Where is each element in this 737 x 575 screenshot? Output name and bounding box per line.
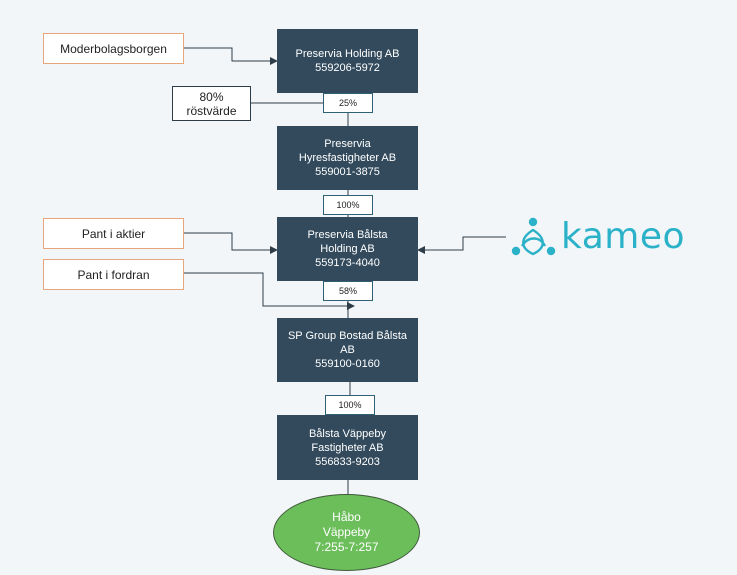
property-line: Håbo: [332, 510, 361, 524]
node-name: Preservia Holding AB: [295, 48, 400, 60]
node-name: Holding AB: [320, 243, 375, 255]
kameo-logo-icon: [511, 217, 556, 256]
node-preservia-holding: Preservia Holding AB 559206-5972: [277, 29, 418, 93]
property-designation: 7:255-7:257: [314, 540, 379, 554]
label-pant-i-fordran: Pant i fordran: [43, 259, 184, 290]
node-name: AB: [340, 344, 355, 356]
label-pant-i-aktier: Pant i aktier: [43, 218, 184, 249]
node-name: Preservia: [324, 138, 371, 150]
property-habo-vappeby: Håbo Väppeby 7:255-7:257: [273, 494, 420, 571]
node-org-number: 559206-5972: [315, 62, 380, 74]
ownership-25-percent: 25%: [323, 93, 373, 113]
node-balsta-vappeby-fastigheter: Bålsta Väppeby Fastigheter AB 556833-920…: [277, 415, 418, 480]
node-name: Bålsta Väppeby: [308, 427, 387, 440]
label-moderbolagsborgen: Moderbolagsborgen: [43, 33, 184, 64]
node-org-number: 559001-3875: [315, 166, 380, 178]
property-line: Väppeby: [322, 525, 371, 539]
label-voting-power: 80% röstvärde: [172, 86, 251, 121]
node-name: SP Group Bostad Bålsta: [287, 330, 408, 342]
node-name: Fastigheter AB: [311, 441, 384, 454]
node-sp-group-bostad: SP Group Bostad Bålsta AB 559100-0160: [277, 318, 418, 382]
node-preservia-balsta-holding: Preservia Bålsta Holding AB 559173-4040: [277, 217, 418, 281]
ownership-100-percent-1: 100%: [323, 195, 373, 215]
ownership-100-percent-2: 100%: [325, 395, 375, 415]
ownership-58-percent: 58%: [323, 281, 373, 301]
vote-text: röstvärde: [186, 103, 237, 118]
kameo-logo-text: kameo: [561, 216, 686, 257]
node-org-number: 556833-9203: [315, 455, 380, 468]
vote-percent: 80%: [199, 89, 224, 104]
node-preservia-hyresfastigheter: Preservia Hyresfastigheter AB 559001-387…: [277, 126, 418, 190]
node-name: Preservia Bålsta: [307, 229, 388, 241]
node-org-number: 559173-4040: [315, 257, 380, 269]
node-org-number: 559100-0160: [315, 358, 380, 370]
node-name: Hyresfastigheter AB: [298, 152, 397, 164]
